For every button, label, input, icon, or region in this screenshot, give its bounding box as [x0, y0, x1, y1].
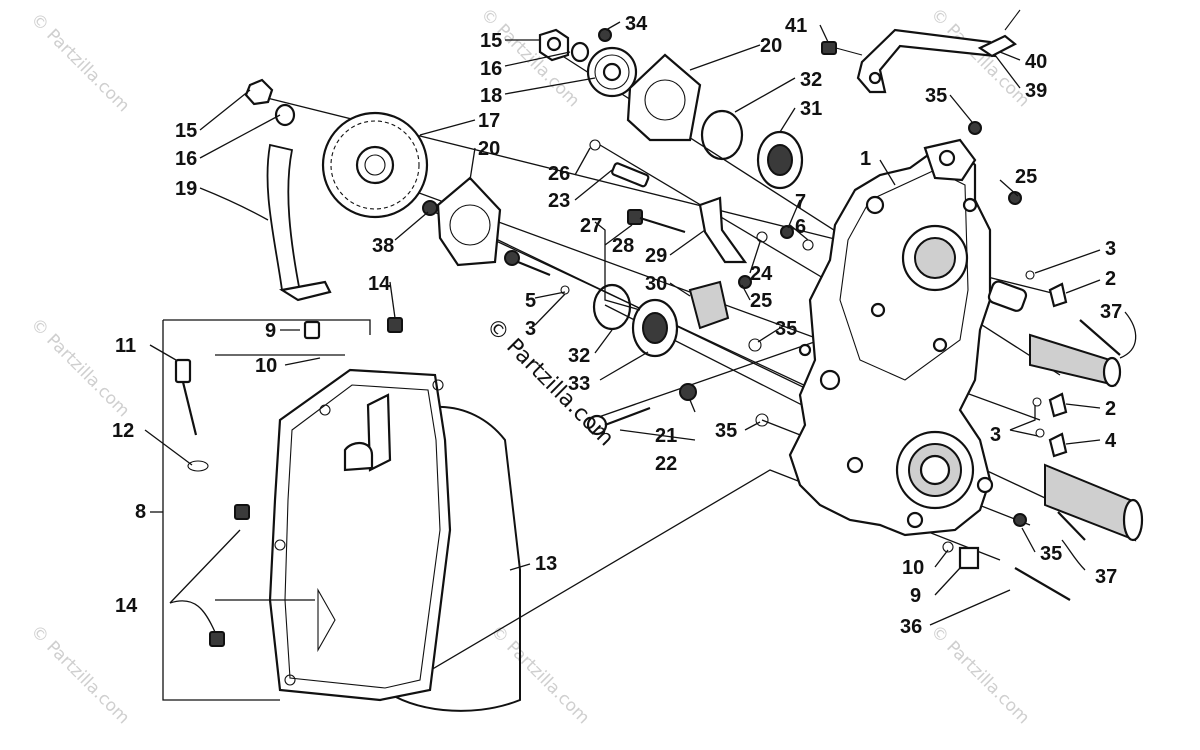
callout-7: 7 [795, 191, 806, 213]
callout-12: 12 [112, 420, 134, 442]
callout-36: 36 [900, 616, 922, 638]
callout-9: 9 [265, 320, 276, 342]
callout-14: 14 [115, 595, 138, 617]
callout-3: 3 [990, 424, 1001, 446]
callout-4: 4 [1105, 430, 1117, 452]
callout-17: 17 [478, 110, 500, 132]
callout-3: 3 [1105, 238, 1116, 260]
callout-14: 14 [368, 273, 391, 295]
watermark-top-left: © Partzilla.com [26, 9, 133, 116]
watermark-mid-left: © Partzilla.com [26, 314, 133, 421]
callout-30: 30 [645, 273, 667, 295]
callout-1: 1 [860, 148, 871, 170]
callout-32: 32 [568, 345, 590, 367]
callout-16: 16 [175, 148, 197, 170]
upper-shaft-parts [538, 28, 638, 98]
center-watermark: © Partzilla.com [481, 314, 619, 452]
callout-29: 29 [645, 245, 667, 267]
bracket-assembly [821, 9, 1021, 94]
gasket-plates [436, 53, 702, 267]
callout-33: 33 [568, 373, 590, 395]
drive-chain [266, 143, 332, 302]
watermark-bottom-mid: © Partzilla.com [486, 621, 593, 728]
drive-gear [244, 78, 429, 219]
callout-26: 26 [548, 163, 570, 185]
callout-2: 2 [1105, 268, 1116, 290]
bolts-and-fasteners [209, 121, 1121, 647]
callout-39: 39 [1025, 80, 1047, 102]
callout-8: 8 [135, 501, 146, 523]
callout-20: 20 [760, 35, 782, 57]
sprocket-18 [586, 46, 638, 98]
callout-10: 10 [255, 355, 277, 377]
callout-19: 19 [175, 178, 197, 200]
leader-lines [144, 21, 1137, 633]
watermark-bottom-left: © Partzilla.com [26, 621, 133, 728]
watermark-bottom-right: © Partzilla.com [926, 621, 1033, 728]
callout-18: 18 [480, 85, 502, 107]
callout-24: 24 [750, 263, 773, 285]
callout-21: 21 [655, 425, 677, 447]
callout-16: 16 [480, 58, 502, 80]
callout-40: 40 [1025, 51, 1047, 73]
callout-15: 15 [175, 120, 197, 142]
callout-numbers: 1 2 2 3 3 3 4 5 6 7 8 9 9 10 10 11 12 13… [112, 13, 1122, 638]
callout-41: 41 [785, 15, 807, 37]
output-shafts [1029, 333, 1144, 542]
callout-20: 20 [478, 138, 500, 160]
callout-37: 37 [1100, 301, 1122, 323]
callout-10: 10 [902, 557, 924, 579]
callout-15: 15 [480, 30, 502, 52]
callout-13: 13 [535, 553, 557, 575]
callout-28: 28 [612, 235, 634, 257]
callout-27: 27 [580, 215, 602, 237]
callout-5: 5 [525, 290, 536, 312]
callout-35: 35 [925, 85, 947, 107]
callout-3: 3 [525, 318, 536, 340]
callout-22: 22 [655, 453, 677, 475]
callout-2: 2 [1105, 398, 1116, 420]
callout-23: 23 [548, 190, 570, 212]
bearings-and-orings [592, 109, 804, 358]
callout-35: 35 [775, 318, 797, 340]
callout-31: 31 [800, 98, 822, 120]
callout-37: 37 [1095, 566, 1117, 588]
callout-35: 35 [1040, 543, 1062, 565]
callout-11: 11 [115, 335, 136, 357]
chaincase-cover [162, 319, 521, 712]
callout-9: 9 [910, 585, 921, 607]
callout-25: 25 [750, 290, 772, 312]
callout-38: 38 [372, 235, 394, 257]
gear-case-housing [788, 138, 1028, 537]
callout-6: 6 [795, 216, 806, 238]
callout-35: 35 [715, 420, 737, 442]
callout-34: 34 [625, 13, 648, 35]
dipstick [174, 358, 209, 472]
callout-32: 32 [800, 69, 822, 91]
callout-25: 25 [1015, 166, 1037, 188]
